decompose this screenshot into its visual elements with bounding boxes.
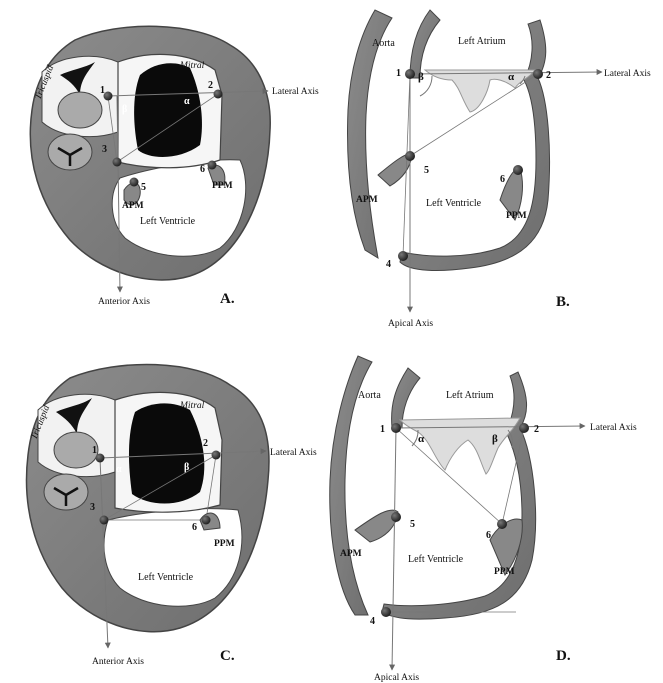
left-ventricle-label: Left Ventricle <box>140 216 196 227</box>
mitral-label: Mitral <box>179 401 205 411</box>
point-6 <box>208 161 217 170</box>
point-4-label: 4 <box>386 259 391 270</box>
point-6 <box>202 516 211 525</box>
point-5-label: 5 <box>410 519 415 530</box>
point-5-label: 5 <box>424 165 429 176</box>
point-1-label: 1 <box>380 424 385 435</box>
angle-beta-label: β <box>418 71 424 83</box>
angle-beta-label: β <box>492 433 498 445</box>
mitral-label: Mitral <box>179 61 205 71</box>
point-2-label: 2 <box>534 424 539 435</box>
apm-label: APM <box>340 549 362 559</box>
left-ventricle-label: Left Ventricle <box>408 554 464 565</box>
point-6-label: 6 <box>486 530 491 541</box>
aorta-label: Aorta <box>372 38 395 49</box>
mitral-orifice <box>129 403 204 503</box>
point-2-label: 2 <box>208 80 213 91</box>
panel-c-label: C. <box>220 648 235 664</box>
point-2-label: 2 <box>546 70 551 81</box>
point-2 <box>214 90 223 99</box>
apical-axis-label: Apical Axis <box>388 319 433 329</box>
septum-wall <box>392 368 420 428</box>
point-1 <box>405 69 415 79</box>
apical-axis-line <box>392 428 396 670</box>
point-6 <box>513 165 523 175</box>
ppm-label: PPM <box>506 211 527 221</box>
ppm-label: PPM <box>494 567 515 577</box>
left-atrium-label: Left Atrium <box>458 36 506 47</box>
aorta-label: Aorta <box>358 390 381 401</box>
point-5 <box>130 178 139 187</box>
point-1-label: 1 <box>100 85 105 96</box>
point-5-label: 5 <box>141 182 146 193</box>
point-3-label: 3 <box>102 144 107 155</box>
point-4 <box>398 251 408 261</box>
mitral-leaflets <box>425 70 535 112</box>
point-2 <box>519 423 529 433</box>
panel-d: 1 2 4 5 6 α β Aorta Left Atrium Left Ven… <box>330 356 637 683</box>
ppm-label: PPM <box>214 539 235 549</box>
lateral-axis-label: Lateral Axis <box>590 423 637 433</box>
panel-c: Tricuspid Mitral α β 1 2 3 6 PPM Left Ve… <box>26 364 317 667</box>
point-2 <box>533 69 543 79</box>
angle-alpha-label: α <box>184 96 190 107</box>
lateral-axis-label: Lateral Axis <box>272 87 319 97</box>
point-6-label: 6 <box>200 164 205 175</box>
point-2 <box>212 451 221 460</box>
anterior-axis-label: Anterior Axis <box>98 297 150 307</box>
apical-axis-label: Apical Axis <box>374 673 419 683</box>
point-4-label: 4 <box>370 616 375 627</box>
panel-d-label: D. <box>556 648 571 664</box>
lateral-wall <box>382 372 536 619</box>
left-ventricle-label: Left Ventricle <box>138 572 194 583</box>
angle-beta-label: β <box>122 104 127 115</box>
left-ventricle-label: Left Ventricle <box>426 198 482 209</box>
lateral-axis-label: Lateral Axis <box>270 448 317 458</box>
anterior-axis-label: Anterior Axis <box>92 657 144 667</box>
mitral-orifice <box>134 63 202 157</box>
angle-alpha-label: α <box>508 71 515 83</box>
apm-label: APM <box>356 195 378 205</box>
left-ventricle-cavity <box>104 509 242 607</box>
point-6 <box>497 519 507 529</box>
panel-b: 1 2 4 5 6 β α Aorta Left Atrium Left Ven… <box>348 10 651 329</box>
ppm-label: PPM <box>212 181 233 191</box>
point-4 <box>381 607 391 617</box>
apm-label: APM <box>122 201 144 211</box>
point-3-label: 3 <box>90 502 95 513</box>
panel-b-label: B. <box>556 294 570 310</box>
panel-a-label: A. <box>220 291 235 307</box>
point-5 <box>405 151 415 161</box>
point-2-label: 2 <box>203 438 208 449</box>
panel-a: Tricuspid Mitral β α 1 2 3 5 6 APM PPM L… <box>30 26 319 307</box>
point-3 <box>100 516 109 525</box>
pulmonary-valve-icon <box>58 92 102 128</box>
septum-wall <box>410 10 440 78</box>
point-1-label: 1 <box>396 68 401 79</box>
angle-alpha-label: α <box>116 464 122 475</box>
point-6-label: 6 <box>500 174 505 185</box>
point-3 <box>113 158 122 167</box>
angle-alpha-label: α <box>418 433 425 445</box>
point-6-label: 6 <box>192 522 197 533</box>
point-1-label: 1 <box>92 445 97 456</box>
lateral-axis-label: Lateral Axis <box>604 69 651 79</box>
left-atrium-label: Left Atrium <box>446 390 494 401</box>
point-1 <box>391 423 401 433</box>
point-5 <box>391 512 401 522</box>
